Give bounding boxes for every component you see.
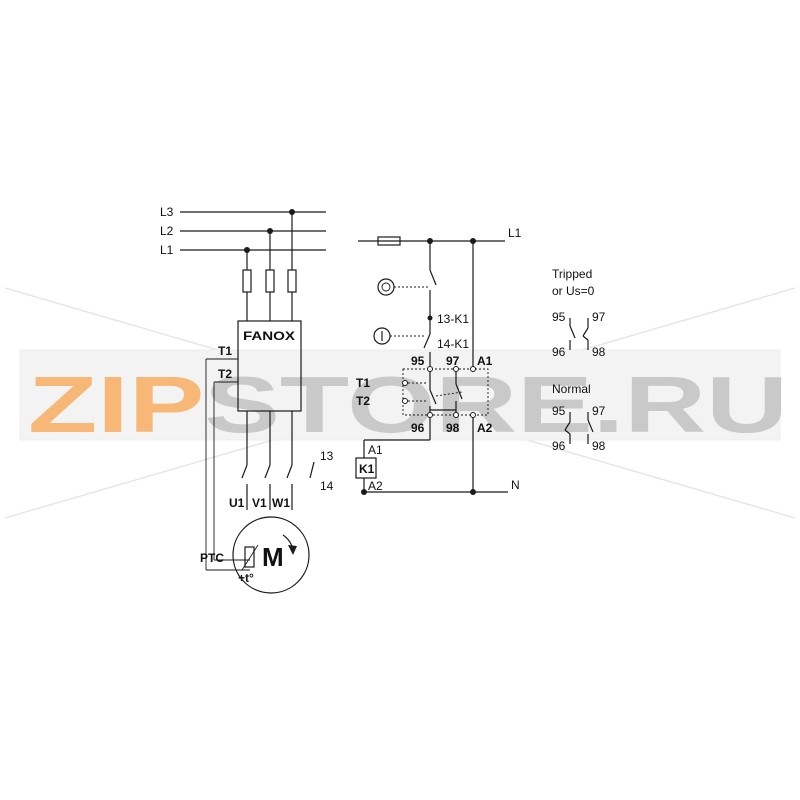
sensor-input-t2: T2 xyxy=(356,394,370,408)
ptc-label: PTC xyxy=(200,551,224,565)
coil-pin-a1: A1 xyxy=(368,443,383,457)
relay-pin-95: 95 xyxy=(411,354,425,368)
phase-label-l3: L3 xyxy=(160,205,174,219)
state-normal-pin-98: 98 xyxy=(592,439,606,453)
phase-label-l1: L1 xyxy=(160,243,174,257)
power-circuit: L3 L2 L1 FANOX T1 T2 xyxy=(160,205,334,594)
main-contacts xyxy=(241,464,293,510)
state-tripped-pin-98: 98 xyxy=(592,345,606,359)
state-legend-normal: Normal 95 97 96 98 xyxy=(552,382,606,453)
coil-k1-icon xyxy=(355,457,377,479)
state-tripped-title-2: or Us=0 xyxy=(552,284,595,298)
state-tripped-pin-95: 95 xyxy=(552,310,566,324)
fuses xyxy=(242,269,297,293)
coil-pin-a2: A2 xyxy=(368,479,383,493)
aux-contact xyxy=(309,461,315,479)
motor-symbol: M xyxy=(262,542,284,572)
relay-pin-a2: A2 xyxy=(477,421,493,435)
control-circuit: L1 13-K1 14-K1 95 97 A1 T1 T2 xyxy=(355,226,522,495)
motor-terminal-v1: V1 xyxy=(252,496,267,510)
state-normal-pin-97: 97 xyxy=(592,404,606,418)
state-normal-pin-96: 96 xyxy=(552,439,566,453)
coil-label: K1 xyxy=(359,462,375,476)
state-tripped-title-1: Tripped xyxy=(552,267,592,281)
aux-contact-14: 14 xyxy=(320,479,334,493)
neutral-label: N xyxy=(511,478,520,492)
relay-pin-96: 96 xyxy=(411,421,425,435)
relay-control-block xyxy=(402,368,489,416)
relay-pin-98: 98 xyxy=(446,421,460,435)
ptc-sensor-icon xyxy=(244,546,255,568)
contact-13-k1: 13-K1 xyxy=(437,312,469,326)
watermark-part2: STORE.RU xyxy=(204,360,788,449)
aux-contact-13: 13 xyxy=(320,449,334,463)
state-tripped-pin-96: 96 xyxy=(552,345,566,359)
supply-label: L1 xyxy=(508,226,522,240)
control-fuse xyxy=(377,236,401,246)
motor-terminal-u1: U1 xyxy=(229,496,245,510)
phase-label-l2: L2 xyxy=(160,224,174,238)
contact-14-k1: 14-K1 xyxy=(437,337,469,351)
relay-terminal-t1: T1 xyxy=(218,344,232,358)
relay-pin-97: 97 xyxy=(446,354,460,368)
state-normal-title: Normal xyxy=(552,382,591,396)
sensor-input-t1: T1 xyxy=(356,376,370,390)
motor-terminal-w1: W1 xyxy=(272,496,290,510)
state-legend-tripped: Tripped or Us=0 95 97 96 98 xyxy=(552,267,606,359)
state-tripped-pin-97: 97 xyxy=(592,310,606,324)
relay-terminal-t2: T2 xyxy=(218,367,232,381)
motor-icon xyxy=(232,516,310,594)
brand-logo: FANOX xyxy=(243,329,295,343)
relay-pin-a1: A1 xyxy=(477,354,493,368)
state-normal-pin-95: 95 xyxy=(552,404,566,418)
stop-button-icon xyxy=(377,278,395,296)
watermark-part1: ZIP xyxy=(28,360,204,449)
ptc-temp-symbol: +t° xyxy=(238,571,254,585)
